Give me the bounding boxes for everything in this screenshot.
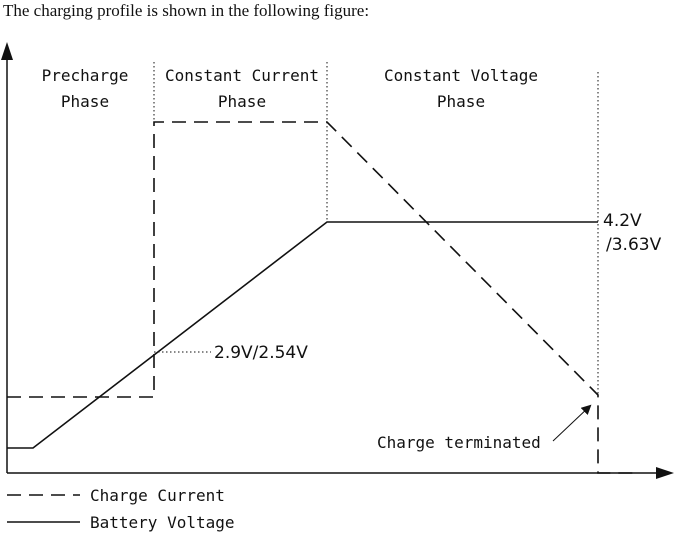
constant-voltage-phase-label-line1: Constant Voltage <box>384 66 538 85</box>
battery-voltage-curve <box>7 221 598 449</box>
regulation-voltage-label-line2: /3.63V <box>606 235 662 255</box>
precharge-phase-label-line1: Precharge <box>42 66 129 85</box>
constant-voltage-phase-label-line2: Phase <box>437 92 485 111</box>
intro-text: The charging profile is shown in the fol… <box>3 1 370 20</box>
constant-current-phase-label-line2: Phase <box>218 92 266 111</box>
legend-charge-current-label: Charge Current <box>90 486 225 505</box>
charge-terminated-label: Charge terminated <box>377 433 541 452</box>
charge-current-curve <box>7 121 635 474</box>
charge-terminated-arrow <box>552 404 592 442</box>
x-axis-arrow-icon <box>656 467 674 479</box>
precharge-phase-label-line2: Phase <box>61 92 109 111</box>
constant-current-phase-label-line1: Constant Current <box>165 66 319 85</box>
y-axis-arrow-icon <box>1 42 13 60</box>
threshold-voltage-label: 2.9V/2.54V <box>214 343 308 363</box>
legend-battery-voltage-label: Battery Voltage <box>90 513 235 532</box>
regulation-voltage-label-line1: 4.2V <box>603 211 642 231</box>
